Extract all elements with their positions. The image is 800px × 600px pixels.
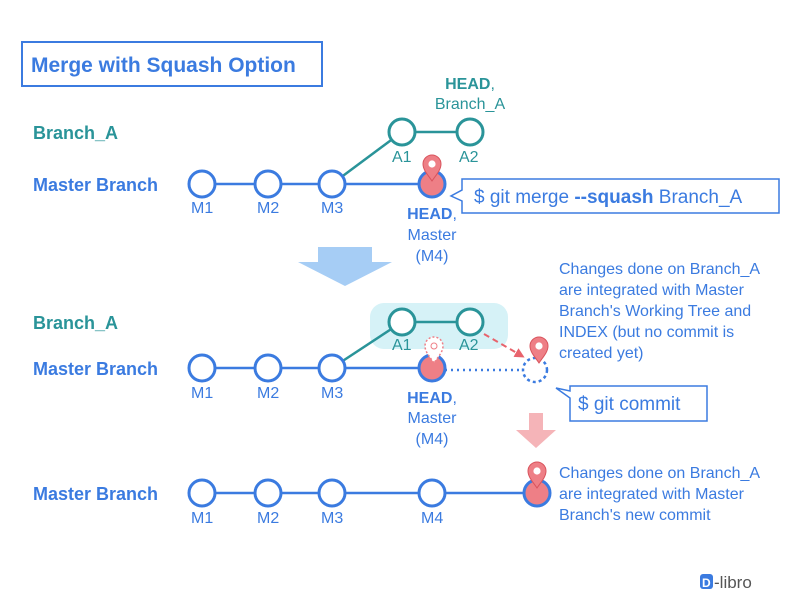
map-pin-icon bbox=[424, 336, 444, 365]
commit-command-text: $ git commit bbox=[578, 394, 681, 415]
commit-label-m4-3: M4 bbox=[421, 510, 443, 527]
staged-note-line-2: are integrated with Master bbox=[559, 282, 745, 299]
head-branch-a-label: HEAD, bbox=[445, 76, 495, 93]
commit-label-m3-3: M3 bbox=[321, 510, 343, 527]
logo-mark: D bbox=[702, 576, 711, 590]
logo-text: -libro bbox=[714, 573, 752, 592]
commit-label-a1-2: A1 bbox=[392, 337, 412, 354]
master-branch-label-2: Master Branch bbox=[33, 359, 158, 379]
head-master-branch: Master bbox=[408, 227, 458, 244]
head-master-commit: (M4) bbox=[416, 248, 449, 265]
branch-a-label-2: Branch_A bbox=[33, 313, 118, 333]
title-box: Merge with Squash Option bbox=[21, 41, 323, 87]
commit-node-a2 bbox=[455, 117, 485, 147]
commit-node-a1-2 bbox=[387, 307, 417, 337]
section-before-merge: Branch_A Master Branch M1 M2 M3 A1 A2 HE… bbox=[33, 76, 780, 265]
commit-label-m3: M3 bbox=[321, 200, 343, 217]
pending-commit-node bbox=[521, 356, 549, 384]
map-pin-icon bbox=[529, 336, 549, 364]
master-branch-label-3: Master Branch bbox=[33, 484, 158, 504]
commit-node-m2-3 bbox=[253, 478, 283, 508]
arrow-down-icon bbox=[516, 413, 556, 448]
committed-note-line-3: Branch's new commit bbox=[559, 507, 711, 524]
commit-node-m2-2 bbox=[253, 353, 283, 383]
section-after-commit: Master Branch M1 M2 M3 M4 Changes done o… bbox=[33, 461, 760, 527]
commit-node-m3-2 bbox=[317, 353, 347, 383]
integrate-arrow bbox=[483, 333, 525, 358]
map-pin-icon bbox=[422, 154, 442, 182]
head-branch-a-name: Branch_A bbox=[435, 96, 506, 113]
commit-node-a2-2 bbox=[455, 307, 485, 337]
section-after-merge: Branch_A Master Branch M1 M2 M3 A1 A2 bbox=[33, 261, 760, 448]
d-libro-logo: D -libro bbox=[700, 573, 752, 592]
commit-node-m1 bbox=[187, 169, 217, 199]
staged-note-line-5: created yet) bbox=[559, 345, 643, 362]
commit-node-m3 bbox=[317, 169, 347, 199]
staged-note-line-1: Changes done on Branch_A bbox=[559, 261, 760, 278]
branch-a-fork-line bbox=[331, 130, 403, 186]
commit-label-m3-2: M3 bbox=[321, 385, 343, 402]
commit-label-m1-3: M1 bbox=[191, 510, 213, 527]
commit-node-m4-3 bbox=[417, 478, 447, 508]
master-branch-label: Master Branch bbox=[33, 175, 158, 195]
commit-label-a1: A1 bbox=[392, 149, 412, 166]
head-master-branch-2: Master bbox=[408, 410, 458, 427]
commit-node-m1-3 bbox=[187, 478, 217, 508]
committed-note-line-2: are integrated with Master bbox=[559, 486, 745, 503]
map-pin-icon bbox=[527, 461, 547, 489]
committed-note: Changes done on Branch_A are integrated … bbox=[559, 465, 760, 524]
staged-note-line-4: INDEX (but no commit is bbox=[559, 324, 734, 341]
commit-label-m2-2: M2 bbox=[257, 385, 279, 402]
staged-note-line-3: Branch's Working Tree and bbox=[559, 303, 751, 320]
commit-label-m1-2: M1 bbox=[191, 385, 213, 402]
commit-command-box: $ git commit bbox=[555, 385, 708, 422]
diagram-title: Merge with Squash Option bbox=[31, 54, 296, 77]
branch-a-label: Branch_A bbox=[33, 123, 118, 143]
merge-command-box: $ git merge --squash Branch_A bbox=[449, 178, 780, 214]
commit-label-a2: A2 bbox=[459, 149, 479, 166]
commit-node-a1 bbox=[387, 117, 417, 147]
head-master-label: HEAD, bbox=[407, 206, 457, 223]
head-master-label-2: HEAD, bbox=[407, 390, 457, 407]
staged-note: Changes done on Branch_A are integrated … bbox=[559, 261, 760, 362]
arrow-down-icon bbox=[298, 247, 392, 286]
commit-node-m2 bbox=[253, 169, 283, 199]
committed-note-line-1: Changes done on Branch_A bbox=[559, 465, 760, 482]
commit-label-m2-3: M2 bbox=[257, 510, 279, 527]
head-master-commit-2: (M4) bbox=[416, 431, 449, 448]
commit-node-m1-2 bbox=[187, 353, 217, 383]
commit-node-m3-3 bbox=[317, 478, 347, 508]
commit-label-m2: M2 bbox=[257, 200, 279, 217]
merge-command-text: $ git merge --squash Branch_A bbox=[474, 187, 743, 208]
commit-label-a2-2: A2 bbox=[459, 337, 479, 354]
commit-label-m1: M1 bbox=[191, 200, 213, 217]
